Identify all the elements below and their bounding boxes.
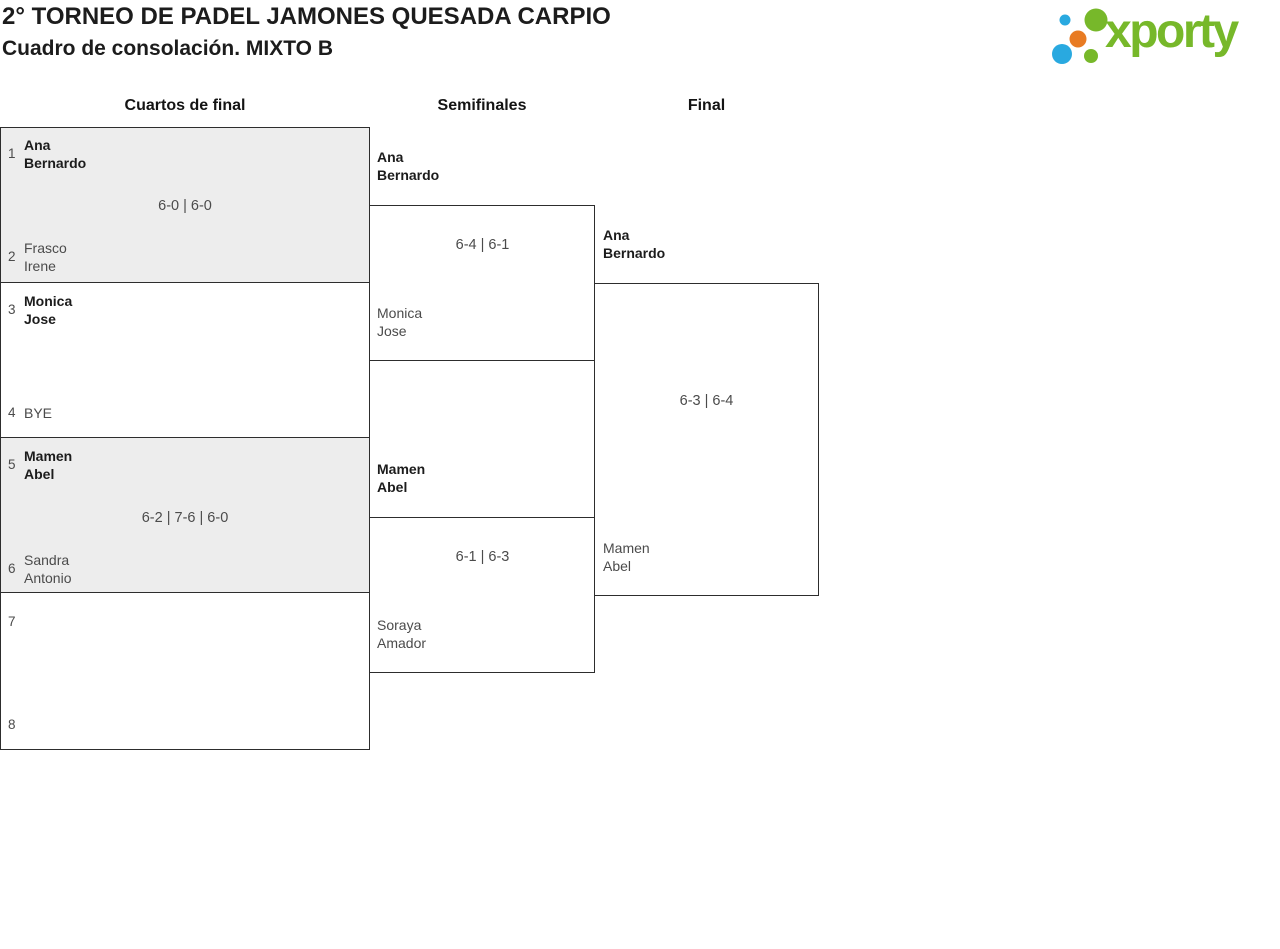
- team-name-line: Mamen: [603, 540, 650, 556]
- team-name-line: Sandra: [24, 552, 70, 568]
- xporty-logo-text: xporty: [1105, 5, 1239, 58]
- team-name-line: Antonio: [24, 570, 72, 586]
- seed-number: 6: [8, 561, 16, 576]
- match-score: 6-2 | 7-6 | 6-0: [141, 510, 229, 526]
- page-subtitle: Cuadro de consolación. MIXTO B: [2, 37, 333, 60]
- team-name: Frasco Irene: [24, 239, 67, 275]
- team-name-line: BYE: [24, 405, 53, 421]
- team-name-line: Bernardo: [377, 167, 440, 183]
- page-title: 2° TORNEO DE PADEL JAMONES QUESADA CARPI…: [2, 3, 611, 30]
- team-name-line: Bernardo: [24, 155, 87, 171]
- team-name: Soraya Amador: [377, 616, 426, 652]
- team-name-line: Amador: [377, 635, 427, 651]
- qf-match-1-box: [0, 127, 370, 283]
- team-name-line: Jose: [24, 311, 56, 327]
- team-name: Mamen Abel: [24, 447, 72, 483]
- round-header-semifinales: Semifinales: [437, 97, 527, 114]
- team-name-line: Monica: [24, 293, 73, 309]
- team-name-line: Ana: [24, 137, 51, 153]
- team-name: Mamen Abel: [377, 460, 425, 496]
- seed-number: 1: [8, 146, 16, 161]
- team-name-line: Irene: [24, 258, 56, 274]
- team-name-line: Ana: [603, 227, 630, 243]
- match-score: 6-3 | 6-4: [679, 393, 734, 409]
- qf-match-3-box: [0, 437, 370, 593]
- team-name: Ana Bernardo: [377, 148, 439, 184]
- round-header-final: Final: [687, 97, 726, 114]
- team-name: Monica Jose: [24, 292, 72, 328]
- team-name-line: Bernardo: [603, 245, 666, 261]
- match-score: 6-4 | 6-1: [455, 237, 510, 253]
- team-name: Monica Jose: [377, 304, 422, 340]
- team-name-line: Abel: [603, 558, 632, 574]
- xporty-logo-icon: [1052, 8, 1108, 64]
- team-name-line: Mamen: [377, 461, 426, 477]
- seed-number: 4: [8, 405, 16, 420]
- qf-match-4-box: [0, 592, 370, 750]
- team-name-line: Ana: [377, 149, 404, 165]
- team-name-line: Frasco: [24, 240, 67, 256]
- final-match-box: [594, 283, 819, 596]
- team-name-line: Jose: [377, 323, 407, 339]
- seed-number: 2: [8, 249, 16, 264]
- team-name: Sandra Antonio: [24, 551, 71, 587]
- team-name-line: Mamen: [24, 448, 73, 464]
- match-score: 6-0 | 6-0: [158, 198, 212, 214]
- team-name-line: Abel: [377, 479, 408, 495]
- seed-number: 7: [8, 614, 16, 629]
- seed-number: 5: [8, 457, 16, 472]
- team-name-line: Monica: [377, 305, 423, 321]
- seed-number: 3: [8, 302, 16, 317]
- team-name: Ana Bernardo: [24, 136, 86, 172]
- team-name: Mamen Abel: [603, 539, 650, 575]
- team-name: BYE: [24, 404, 52, 422]
- team-name-line: Abel: [24, 466, 55, 482]
- match-score: 6-1 | 6-3: [455, 549, 510, 565]
- seed-number: 8: [8, 717, 16, 732]
- team-name: Ana Bernardo: [603, 226, 665, 262]
- round-header-cuartos: Cuartos de final: [124, 97, 246, 114]
- team-name-line: Soraya: [377, 617, 422, 633]
